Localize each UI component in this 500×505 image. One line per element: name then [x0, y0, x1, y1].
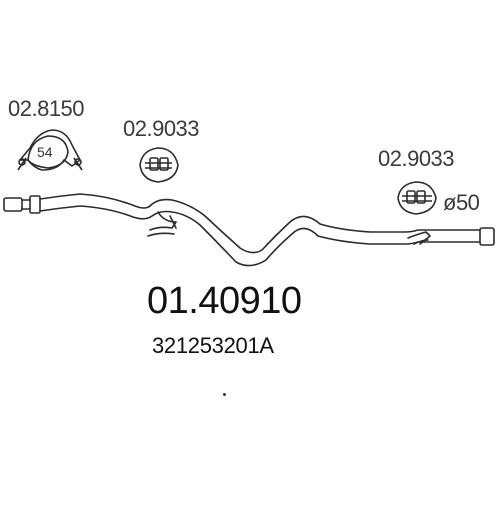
rubber-hanger-icon-left	[139, 147, 179, 183]
hanger-left-part-number: 02.9033	[123, 116, 200, 141]
hanger-right-part-number: 02.9033	[378, 146, 455, 171]
clamp-icon	[17, 129, 83, 171]
clamp-part-number: 02.8150	[8, 96, 85, 121]
stray-dot	[223, 393, 226, 396]
exhaust-pipe	[3, 193, 495, 267]
rubber-hanger-icon-right	[397, 181, 437, 215]
main-part-number: 01.40910	[147, 280, 302, 322]
pipe-diameter-label: ø50	[443, 190, 480, 215]
oem-part-number: 321253201A	[152, 333, 274, 358]
clamp-size-label: 54	[37, 144, 53, 160]
